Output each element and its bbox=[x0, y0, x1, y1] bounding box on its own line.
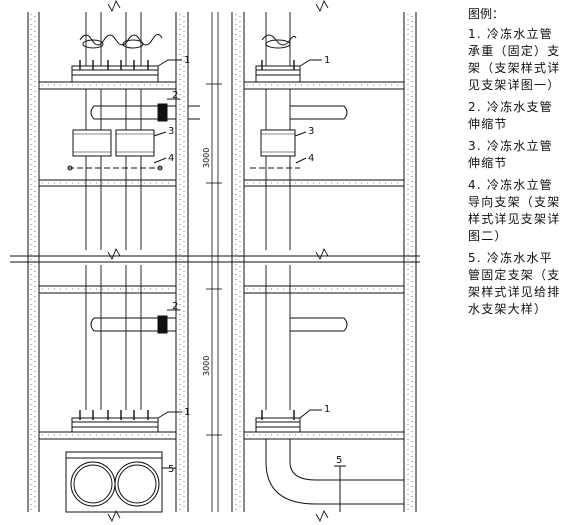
callout-label: 5 bbox=[336, 455, 342, 466]
legend-item-1: 1. 冷冻水立管承重（固定）支架（支架样式详见支架详图一） bbox=[468, 27, 561, 92]
legend-item-4: 4. 冷冻水立管导向支架（支架样式详见支架详图二） bbox=[468, 178, 561, 243]
callout-label: 1 bbox=[324, 404, 330, 415]
callout-label: 1 bbox=[184, 55, 190, 66]
legend-title: 图例： bbox=[468, 7, 505, 21]
callout-label: 1 bbox=[324, 55, 330, 66]
dimension-label: 3000 bbox=[202, 148, 211, 168]
callout-label: 3 bbox=[168, 126, 174, 137]
callout-label: 4 bbox=[168, 153, 174, 164]
callout-label: 1 bbox=[184, 407, 190, 418]
break-lines bbox=[10, 0, 420, 523]
left-shaft bbox=[27, 12, 200, 513]
dimension-label: 3000 bbox=[202, 356, 211, 376]
callout-label: 2 bbox=[172, 301, 178, 312]
callout-label: 4 bbox=[308, 153, 314, 164]
callout-label: 5 bbox=[168, 464, 174, 475]
legend: 图例： 1. 冷冻水立管承重（固定）支架（支架样式详见支架详图一） 2. 冷冻水… bbox=[468, 6, 564, 323]
legend-item-2: 2. 冷冻水支管伸缩节 bbox=[468, 100, 553, 131]
legend-item-5: 5. 冷冻水水平管固定支架（支架样式详见给排水支架大样） bbox=[468, 251, 561, 316]
callout-label: 3 bbox=[308, 126, 314, 137]
legend-item-3: 3. 冷冻水立管伸缩节 bbox=[468, 139, 553, 170]
callout-label: 2 bbox=[172, 90, 178, 101]
